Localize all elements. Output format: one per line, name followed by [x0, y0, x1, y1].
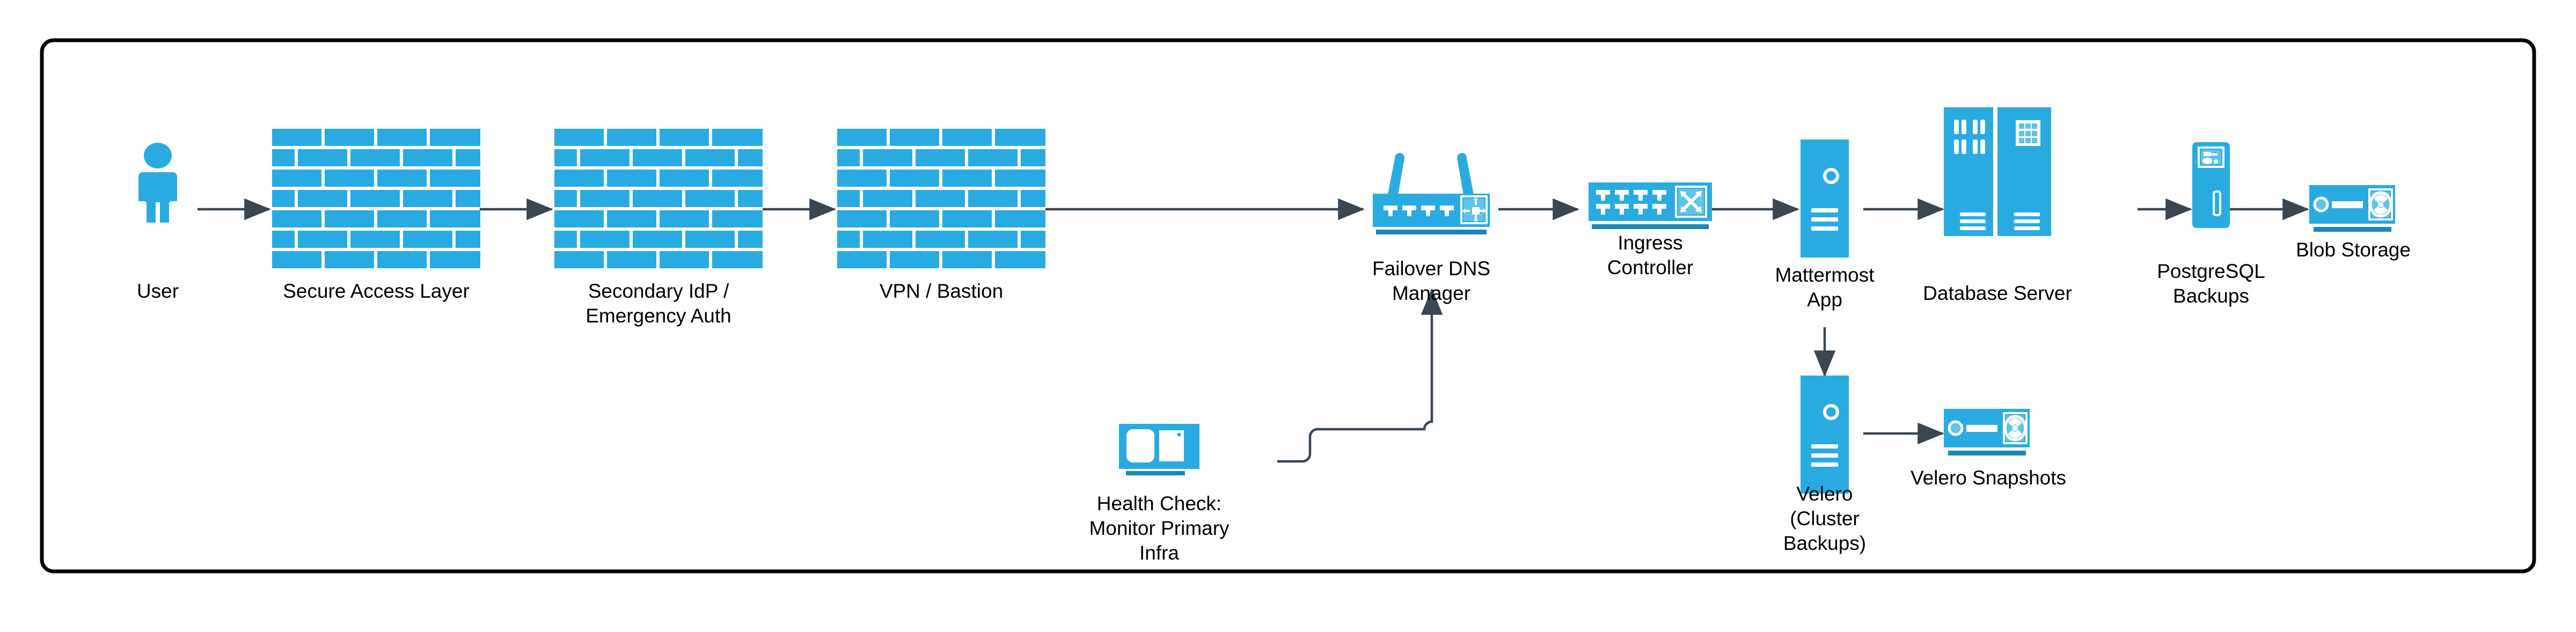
- firewall-brick-icon: [554, 129, 763, 268]
- diagram-frame: [40, 38, 2536, 574]
- app-server-icon: [1801, 139, 1849, 258]
- database-rack-icon: [1944, 107, 2051, 236]
- firewall-brick-icon: [272, 129, 480, 268]
- backup-appliance-icon: [2192, 142, 2230, 228]
- edge-health-check-to-failover-dns: [1277, 288, 1443, 463]
- blob-storage-icon: [1944, 409, 2030, 455]
- blob-storage-icon: [2309, 185, 2395, 232]
- app-server-icon: [1801, 376, 1849, 494]
- firewall-brick-icon: [837, 129, 1045, 268]
- user-person-icon: [138, 143, 177, 223]
- wireless-router-icon: [1372, 152, 1491, 236]
- health-monitor-icon: [1119, 424, 1199, 475]
- network-switch-icon: [1589, 182, 1712, 229]
